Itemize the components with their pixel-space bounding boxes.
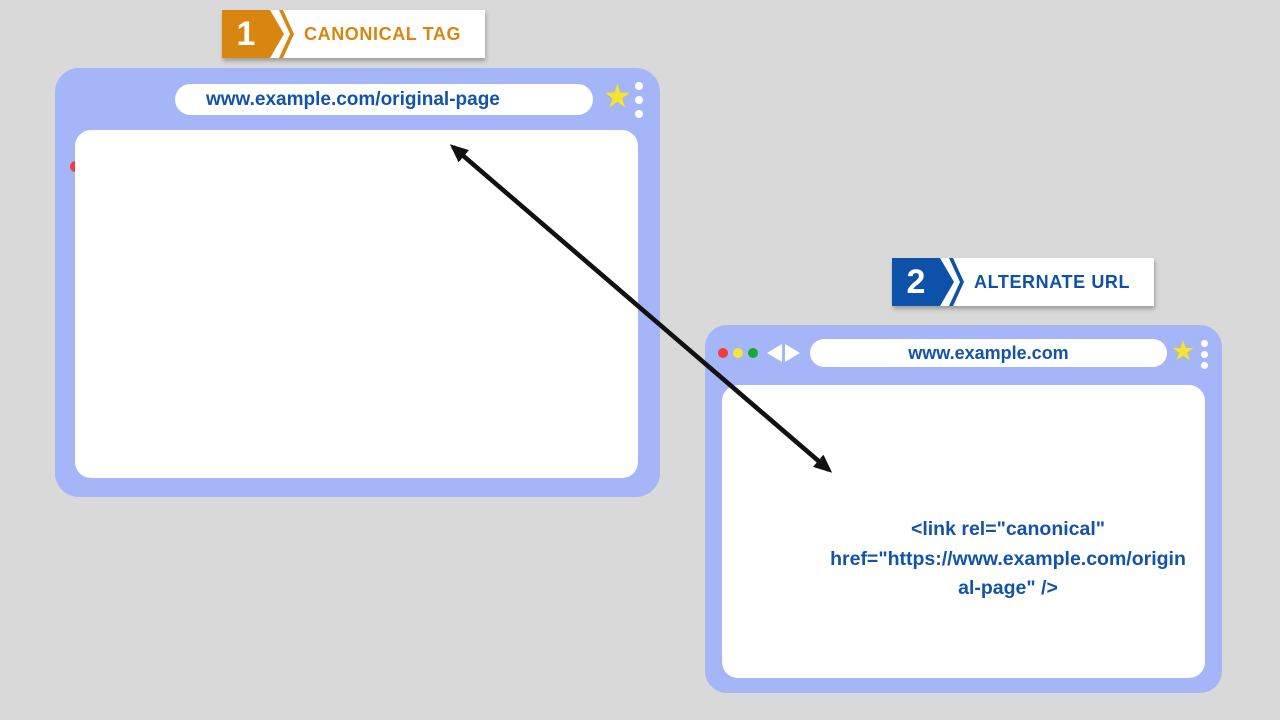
browser-window-original: www.example.com/original-page ★	[55, 68, 660, 497]
badge-number: 1	[222, 10, 284, 58]
badge-alternate-url: 2 ALTERNATE URL	[892, 258, 1155, 306]
page-content-alternate: <link rel="canonical" href="https://www.…	[722, 385, 1205, 678]
canonical-code-snippet: <link rel="canonical" href="https://www.…	[792, 515, 1224, 604]
kebab-menu-icon[interactable]	[1201, 340, 1208, 369]
traffic-light-yellow-icon[interactable]	[733, 348, 743, 358]
badge-canonical-tag: 1 CANONICAL TAG	[222, 10, 486, 58]
badge-number: 2	[892, 258, 954, 306]
code-line: <link rel="canonical"	[910, 518, 1106, 540]
bookmark-star-icon[interactable]: ★	[603, 78, 632, 114]
forward-icon[interactable]	[785, 344, 800, 362]
traffic-light-red-icon[interactable]	[718, 348, 728, 358]
kebab-menu-icon[interactable]	[635, 82, 643, 118]
badge-label: ALTERNATE URL	[946, 258, 1155, 306]
kebab-dot	[635, 110, 643, 118]
traffic-light-green-icon[interactable]	[748, 348, 758, 358]
badge-label: CANONICAL TAG	[276, 10, 486, 58]
kebab-dot	[1201, 340, 1208, 347]
code-line: href="https://www.example.com/origin	[830, 547, 1186, 570]
kebab-dot	[1201, 351, 1208, 358]
back-icon[interactable]	[767, 344, 782, 362]
page-content-original	[75, 130, 638, 478]
url-bar[interactable]: www.example.com/original-page	[175, 84, 593, 115]
kebab-dot	[1201, 362, 1208, 369]
bookmark-star-icon[interactable]: ★	[1171, 336, 1196, 366]
kebab-dot	[635, 82, 643, 90]
url-bar[interactable]: www.example.com	[810, 339, 1167, 367]
kebab-dot	[635, 96, 643, 104]
browser-window-alternate: www.example.com ★ <link rel="canonical" …	[705, 325, 1222, 693]
code-line: al-page" />	[958, 577, 1058, 599]
